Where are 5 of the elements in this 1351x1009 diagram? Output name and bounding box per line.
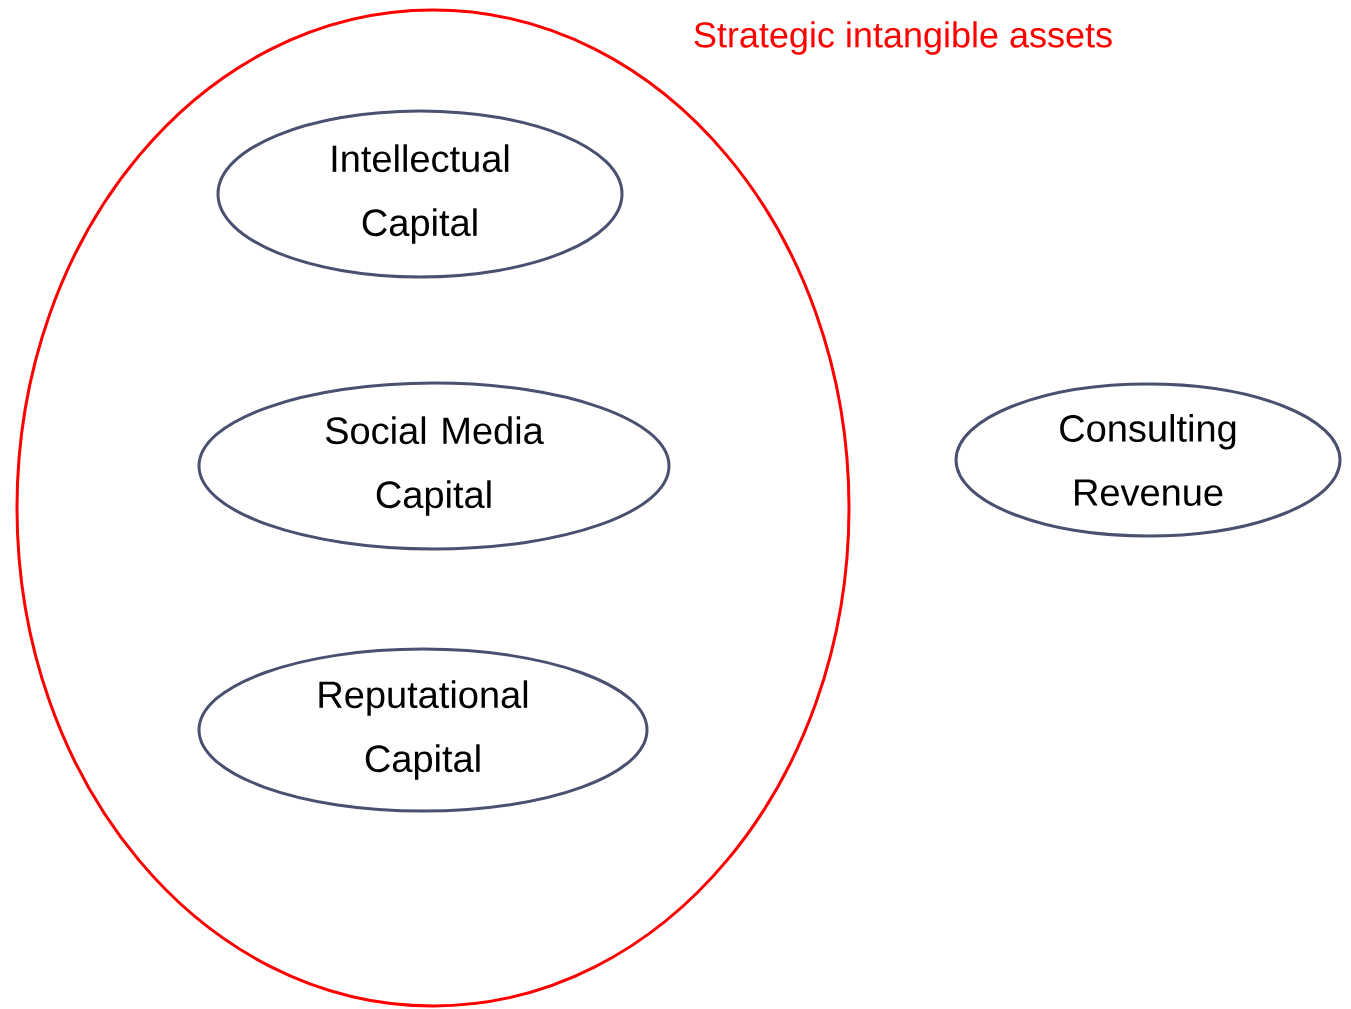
ellipse-node: Intellectual Capital xyxy=(216,109,624,279)
ellipse-node: Consulting Revenue xyxy=(954,382,1342,538)
ellipse-node: Social Media Capital xyxy=(197,381,671,551)
ellipse-node: Reputational Capital xyxy=(197,647,649,813)
group-heading: Strategic intangible assets xyxy=(694,21,1112,55)
